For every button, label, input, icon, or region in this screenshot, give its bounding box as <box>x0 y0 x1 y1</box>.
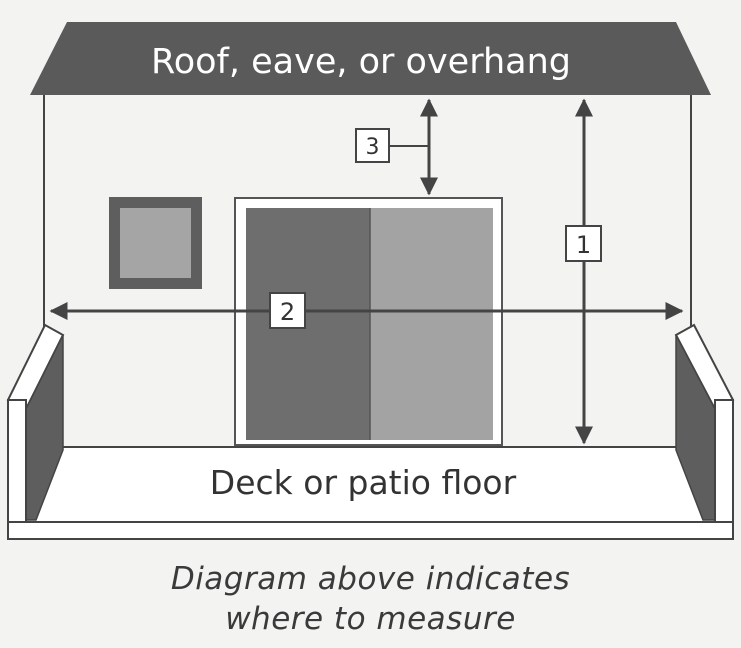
door-panel-dark <box>246 208 370 440</box>
marker-2-label: 2 <box>280 298 295 326</box>
marker-box-3 <box>355 128 390 163</box>
caption-line-1: Diagram above indicates <box>170 561 571 597</box>
roof <box>30 22 711 95</box>
door-panel-light <box>370 208 493 440</box>
marker-box-2 <box>269 292 306 329</box>
floor-label: Deck or patio floor <box>210 463 517 502</box>
caption-line-2: where to measure <box>225 601 516 637</box>
roof-label: Roof, eave, or overhang <box>151 42 571 82</box>
deck-floor-front <box>7 521 734 540</box>
left-railing-post <box>7 399 27 523</box>
marker-1-label: 1 <box>576 231 591 259</box>
right-railing-post <box>714 399 734 523</box>
window-glass <box>120 208 191 278</box>
marker-3-label: 3 <box>366 135 380 160</box>
marker-box-1 <box>565 225 602 262</box>
